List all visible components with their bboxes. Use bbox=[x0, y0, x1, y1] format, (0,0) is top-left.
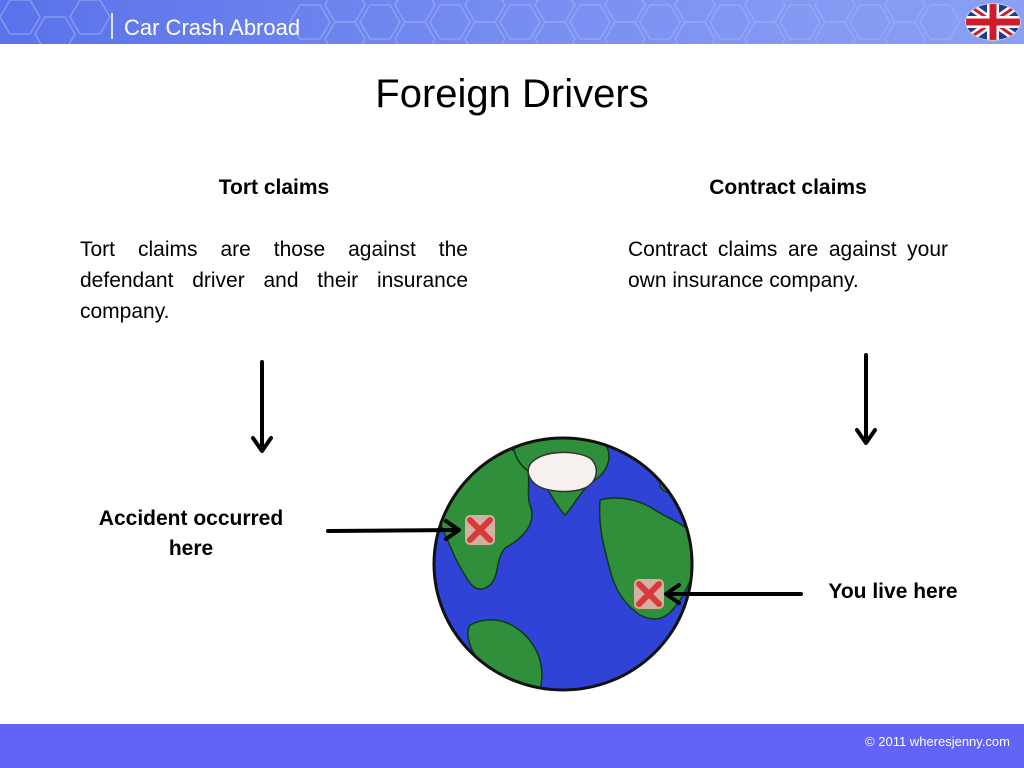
slide-title: Foreign Drivers bbox=[375, 72, 649, 116]
tort-claims-heading: Tort claims bbox=[218, 176, 330, 199]
uk-flag-icon bbox=[965, 3, 1021, 41]
accident-label: Accident occurred here bbox=[98, 507, 284, 560]
header-divider bbox=[111, 13, 113, 39]
copyright-text: © 2011 wheresjenny.com bbox=[865, 734, 1010, 749]
footer-bar: © 2011 wheresjenny.com bbox=[0, 724, 1024, 768]
contract-claims-heading: Contract claims bbox=[709, 176, 867, 199]
tort-claims-text: Tort claims are those against the defend… bbox=[80, 238, 468, 323]
header-title: Car Crash Abroad bbox=[124, 15, 301, 40]
cross-marker-icon bbox=[465, 515, 495, 545]
contract-claims-text: Contract claims are against your own ins… bbox=[628, 238, 948, 292]
accident-arrow bbox=[326, 519, 461, 541]
hex-pattern bbox=[0, 0, 961, 44]
home-label: You live here bbox=[828, 580, 958, 603]
contract-down-arrow bbox=[855, 353, 877, 445]
home-arrow bbox=[664, 583, 803, 605]
globe bbox=[432, 436, 694, 692]
cross-marker-icon bbox=[634, 579, 664, 609]
header-bar: Car Crash Abroad bbox=[0, 0, 1024, 44]
diagram-graphics bbox=[251, 353, 877, 692]
tort-down-arrow bbox=[251, 360, 273, 453]
